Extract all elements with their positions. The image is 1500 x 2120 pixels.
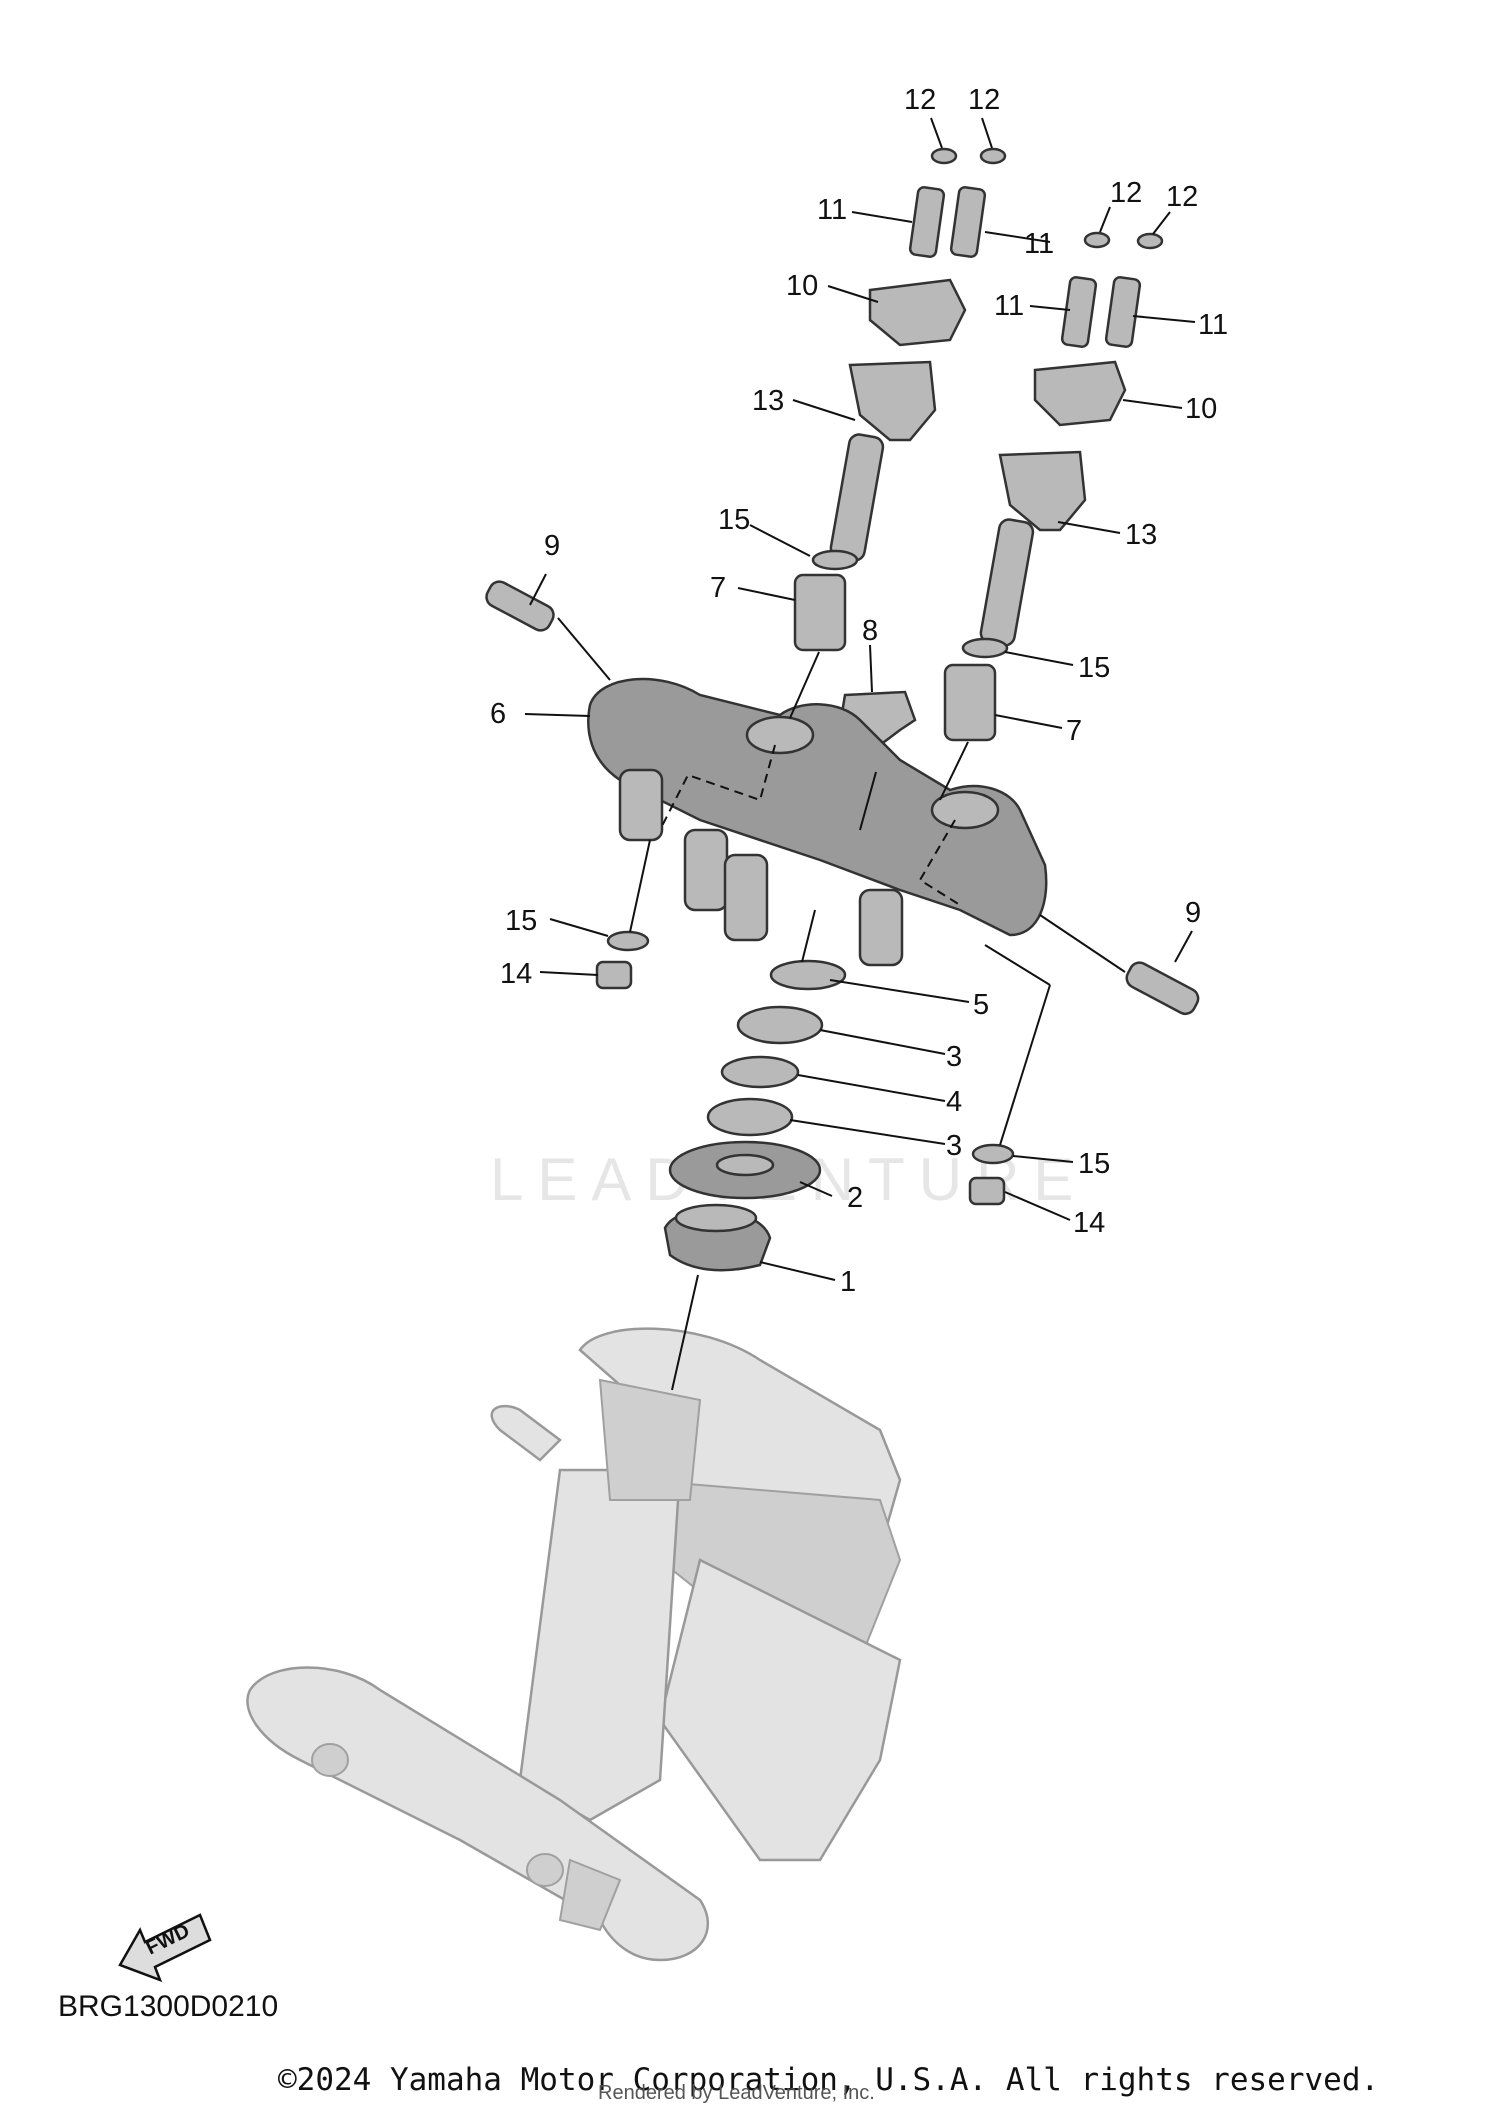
callout-14b: 14 <box>1073 1207 1105 1239</box>
callout-14a: 14 <box>500 958 532 990</box>
callout-13b: 13 <box>1125 519 1157 551</box>
callout-labels: 1 2 3 3 4 5 6 7 7 8 9 9 10 10 11 11 11 1… <box>490 84 1228 1298</box>
callout-12d: 12 <box>1166 181 1198 213</box>
callout-15c: 15 <box>505 905 537 937</box>
copyright-notice: ©2024 Yamaha Motor Corporation, U.S.A. A… <box>278 2062 1380 2098</box>
parts-illustration <box>485 147 1200 1272</box>
callout-7a: 7 <box>710 572 726 604</box>
callout-3b: 3 <box>946 1130 962 1162</box>
callout-9b: 9 <box>1185 897 1201 929</box>
fwd-arrow-icon: FWD <box>118 1913 212 1983</box>
rendered-by-notice: Rendered by LeadVenture, Inc. <box>598 2082 875 2104</box>
callout-7b: 7 <box>1066 715 1082 747</box>
callout-10a: 10 <box>786 270 818 302</box>
diagram-code: BRG1300D0210 <box>58 1990 279 2023</box>
callout-5: 5 <box>973 989 989 1021</box>
callout-10b: 10 <box>1185 393 1217 425</box>
leader-lines <box>524 117 1196 1391</box>
callout-11b: 11 <box>1024 228 1054 260</box>
callout-2: 2 <box>847 1182 863 1214</box>
callout-6: 6 <box>490 698 506 730</box>
callout-9a: 9 <box>544 530 560 562</box>
callout-8: 8 <box>862 615 878 647</box>
callout-11a: 11 <box>817 194 847 226</box>
callout-4: 4 <box>946 1086 962 1118</box>
callout-11c: 11 <box>994 290 1024 322</box>
callout-15d: 15 <box>1078 1148 1110 1180</box>
callout-1: 1 <box>840 1266 856 1298</box>
callout-12b: 12 <box>968 84 1000 116</box>
callout-12a: 12 <box>904 84 936 116</box>
callout-11d: 11 <box>1198 309 1228 341</box>
callout-12c: 12 <box>1110 177 1142 209</box>
callout-3a: 3 <box>946 1041 962 1073</box>
callout-15b: 15 <box>1078 652 1110 684</box>
callout-13a: 13 <box>752 385 784 417</box>
callout-15a: 15 <box>718 504 750 536</box>
frame-illustration <box>246 1327 902 1962</box>
